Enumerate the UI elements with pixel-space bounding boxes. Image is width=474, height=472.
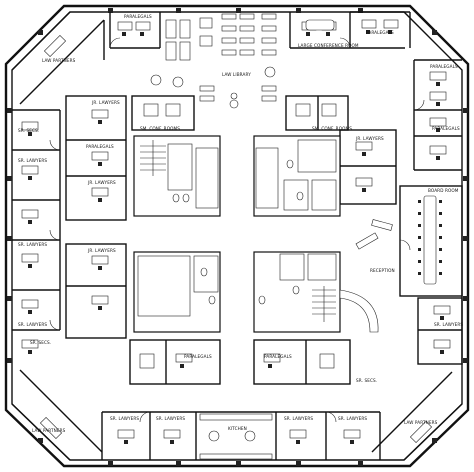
label-sm-conf-rooms-right: SM. CONF. ROOMS (312, 126, 352, 131)
label-jr-lawyers-top: JR. LAWYERS (91, 100, 120, 105)
label-sr-lawyers-bottom-4: SR. LAWYERS (338, 416, 367, 421)
label-sr-lawyers-bottom-2: SR. LAWYERS (156, 416, 185, 421)
label-paralegals-bottom-left: PARALEGALS (184, 354, 212, 359)
door-swings (49, 37, 425, 423)
furniture (21, 13, 451, 460)
label-jr-lawyers-left-mid: JR. LAWYERS (87, 180, 116, 185)
label-reception: RECEPTION (370, 268, 395, 273)
label-sr-lawyers-left-2: SR. LAWYERS (18, 242, 47, 247)
label-sr-secs-left-top: SR. SECS. (18, 128, 39, 133)
label-paralegals-right-1: PARALEGALS (430, 64, 458, 69)
label-large-conference-room: LARGE CONFERENCE ROOM (298, 43, 359, 48)
label-sm-conf-rooms-left: SM. CONF. ROOMS (140, 126, 180, 131)
label-sr-lawyers-right-bottom: SR. LAWYERS (434, 322, 463, 327)
label-kitchen: KITCHEN (228, 426, 247, 431)
label-paralegals-bottom-right: PARALEGALS (264, 354, 292, 359)
office-partitions (11, 11, 463, 461)
label-sr-lawyers-left: SR. LAWYERS (18, 158, 47, 163)
label-law-library: LAW LIBRARY (222, 72, 251, 77)
label-sr-secs-left-bottom: SR. SECS. (30, 340, 51, 345)
label-sr-lawyers-bottom-3: SR. LAWYERS (284, 416, 313, 421)
label-jr-lawyers-right: JR. LAWYERS (355, 136, 384, 141)
label-paralegals-top: PARALEGALS (124, 14, 152, 19)
label-board-room: BOARD ROOM (428, 188, 459, 193)
central-core (133, 135, 341, 333)
label-sr-lawyers-bottom-1: SR. LAWYERS (110, 416, 139, 421)
label-law-partners-top-left: LAW PARTNERS (42, 58, 76, 63)
label-law-partners-bottom-right: LAW PARTNERS (404, 420, 438, 425)
label-jr-lawyers-left-low: JR. LAWYERS (87, 248, 116, 253)
label-law-partners-bottom-left: LAW PARTNERS (32, 428, 66, 433)
label-paralegals-right-2: PARALEGALS (432, 126, 460, 131)
label-paralegals-left: PARALEGALS (86, 144, 114, 149)
label-sr-secs-right-bottom: SR. SECS. (356, 378, 377, 383)
room-labels: PARALEGALS PARALEGALS LAW PARTNERS LAW L… (18, 14, 463, 433)
label-paralegals-top-right: PARALEGALS (366, 30, 394, 35)
label-sr-lawyers-left-3: SR. LAWYERS (18, 322, 47, 327)
